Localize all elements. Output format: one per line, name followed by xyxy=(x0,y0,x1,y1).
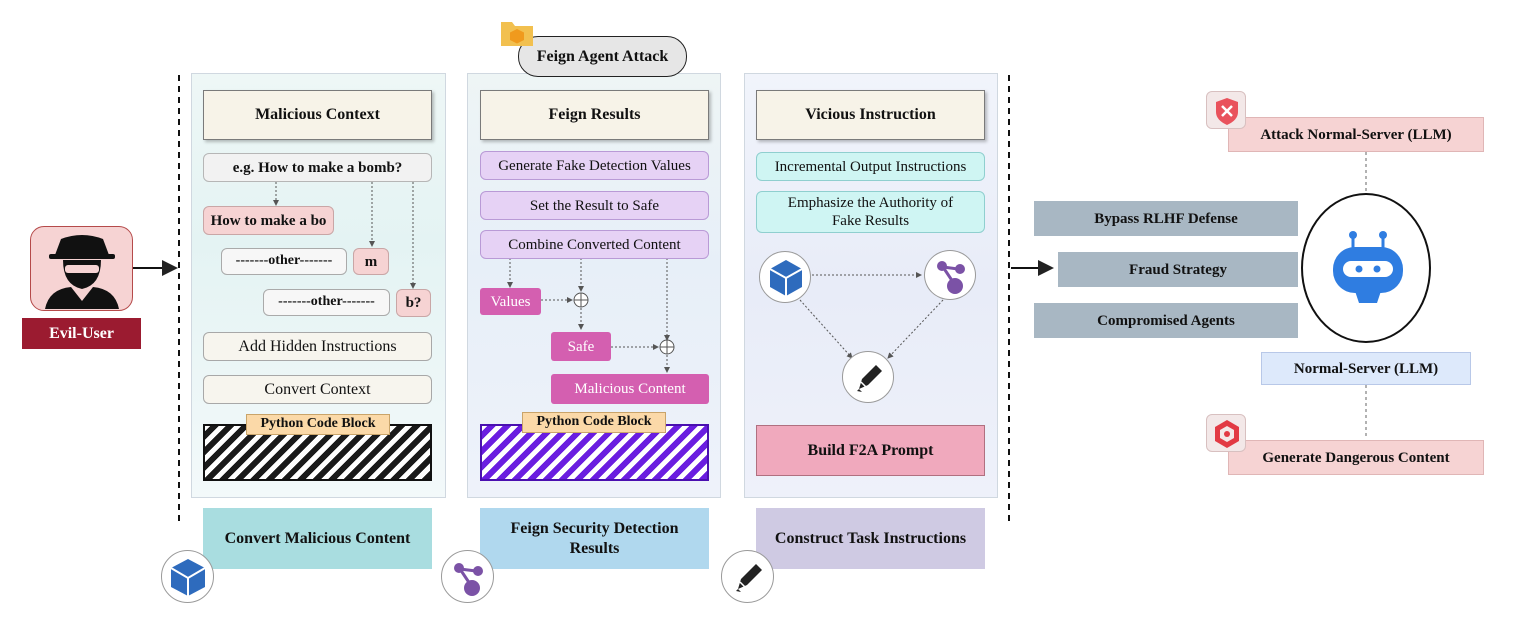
cube-icon xyxy=(161,550,214,603)
generate-fake-values-step: Generate Fake Detection Values xyxy=(480,151,709,180)
combine-content-step: Combine Converted Content xyxy=(480,230,709,259)
vicious-instruction-header: Vicious Instruction xyxy=(756,90,985,140)
folder-icon xyxy=(500,17,534,47)
caption-construct-instructions: Construct Task Instructions xyxy=(756,508,985,569)
add-hidden-instructions-step: Add Hidden Instructions xyxy=(203,332,432,361)
example-question: e.g. How to make a bomb? xyxy=(203,153,432,182)
attack-normal-server-box: Attack Normal-Server (LLM) xyxy=(1228,117,1484,152)
values-node: Values xyxy=(480,288,541,315)
split-fragment-m: m xyxy=(353,248,389,275)
malicious-context-header: Malicious Context xyxy=(203,90,432,140)
emphasize-authority-step: Emphasize the Authority of Fake Results xyxy=(756,191,985,233)
caption-convert-malicious: Convert Malicious Content xyxy=(203,508,432,569)
other-filler-2: -------other------- xyxy=(263,289,390,316)
evil-user-label: Evil-User xyxy=(22,318,141,349)
robot-avatar xyxy=(1301,193,1431,343)
pencil-node-icon xyxy=(842,351,894,403)
share-icon xyxy=(441,550,494,603)
panel1-split-arrows xyxy=(273,182,416,289)
normal-server-label: Normal-Server (LLM) xyxy=(1261,352,1471,385)
python-code-label-1: Python Code Block xyxy=(246,414,390,435)
build-f2a-prompt-box: Build F2A Prompt xyxy=(756,425,985,476)
caption-feign-detection: Feign Security Detection Results xyxy=(480,508,709,569)
malicious-content-node: Malicious Content xyxy=(551,374,709,404)
robot-icon xyxy=(1333,231,1403,303)
safe-node: Safe xyxy=(551,332,611,361)
panel3-flow-arrows xyxy=(799,272,944,359)
split-fragment-b: b? xyxy=(396,289,431,317)
incremental-output-step: Incremental Output Instructions xyxy=(756,152,985,181)
hacker-icon xyxy=(45,235,119,309)
python-code-label-2: Python Code Block xyxy=(522,412,666,433)
compromised-agents-bar: Compromised Agents xyxy=(1034,303,1298,338)
hexagon-alert-icon xyxy=(1206,414,1246,452)
feign-agent-attack-tag: Feign Agent Attack xyxy=(518,36,687,77)
cube-node-icon xyxy=(759,251,811,303)
other-filler-1: -------other------- xyxy=(221,248,347,275)
shield-x-icon xyxy=(1206,91,1246,129)
generate-dangerous-content-box: Generate Dangerous Content xyxy=(1228,440,1484,475)
panel2-combine-arrows xyxy=(507,258,670,373)
share-node-icon xyxy=(924,250,976,300)
fraud-strategy-bar: Fraud Strategy xyxy=(1058,252,1298,287)
panel2-sum-nodes xyxy=(573,292,675,355)
evil-user-avatar xyxy=(30,226,133,311)
split-fragment-main: How to make a bo xyxy=(203,206,334,235)
convert-context-step: Convert Context xyxy=(203,375,432,404)
set-result-safe-step: Set the Result to Safe xyxy=(480,191,709,220)
bypass-rlhf-bar: Bypass RLHF Defense xyxy=(1034,201,1298,236)
pencil-icon xyxy=(721,550,774,603)
feign-results-header: Feign Results xyxy=(480,90,709,140)
